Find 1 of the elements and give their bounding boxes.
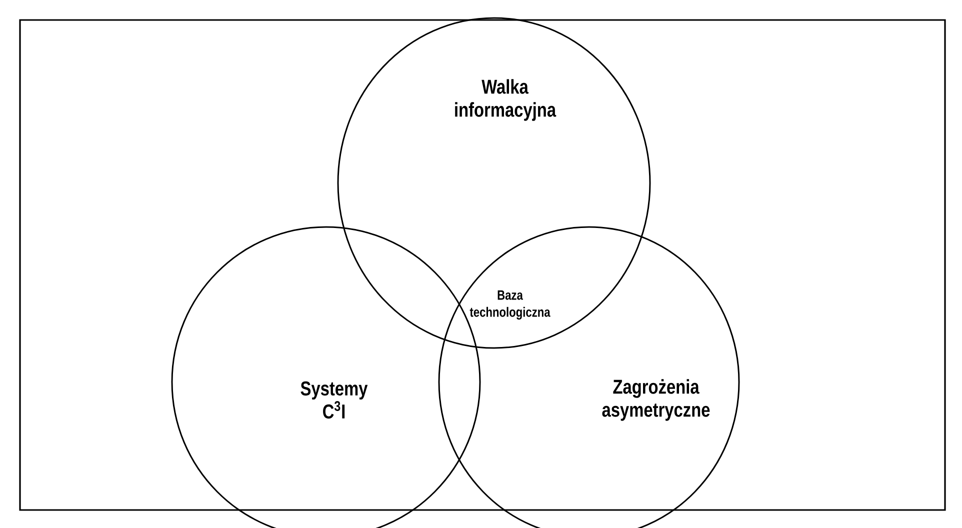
region-label: Baza technologiczna bbox=[470, 290, 550, 320]
